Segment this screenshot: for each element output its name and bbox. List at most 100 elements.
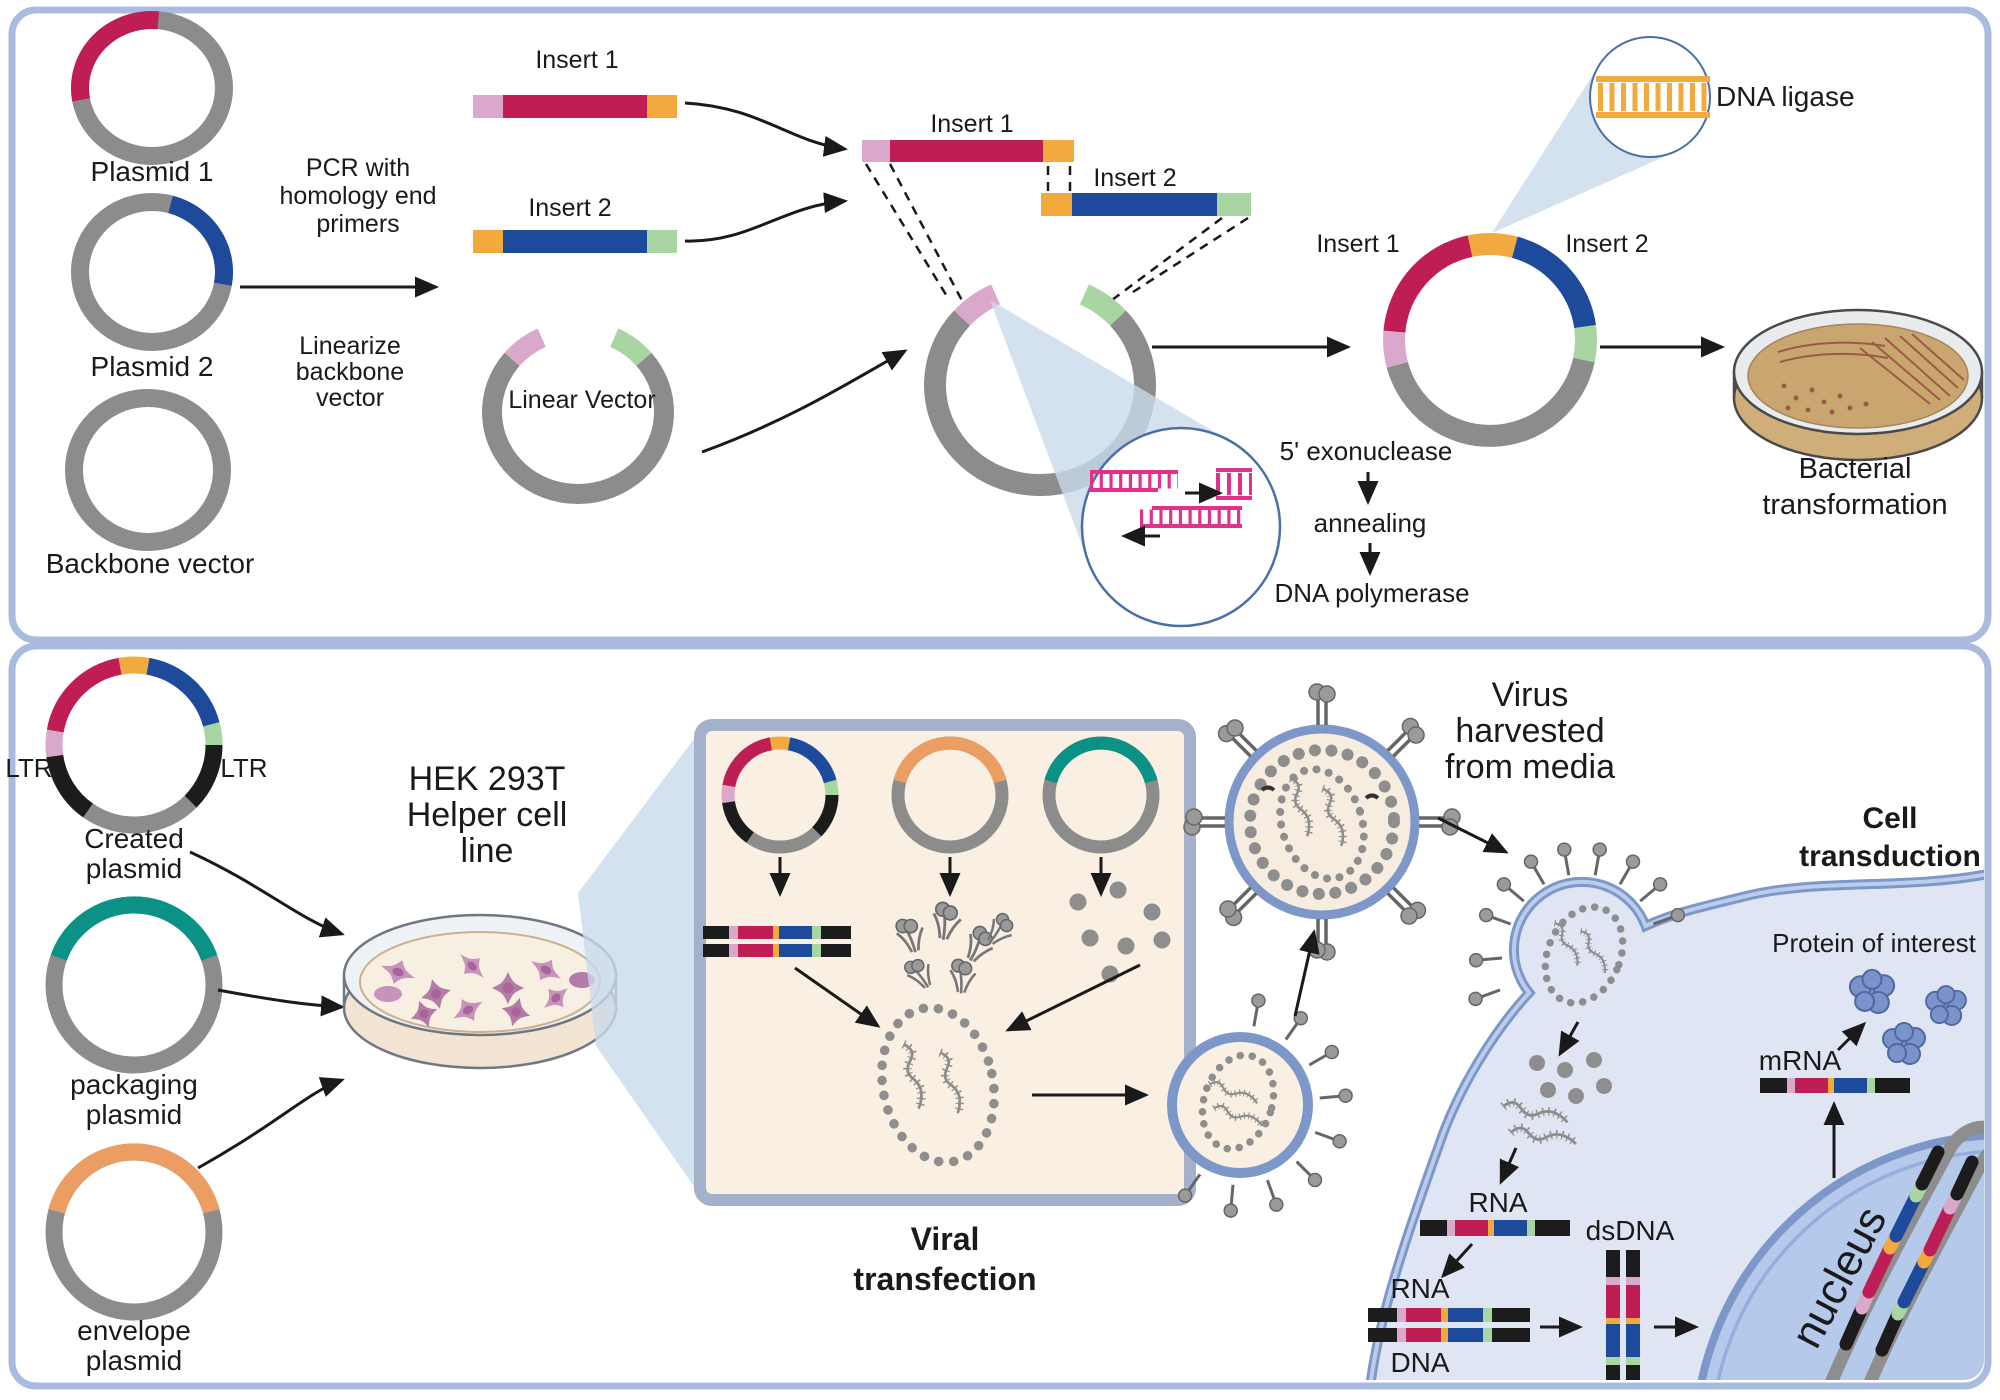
bacterial-transformation-label: Bacterial transformation [1762, 453, 1947, 521]
svg-text:plasmid: plasmid [86, 1099, 182, 1130]
nucleus-body [1691, 1131, 1984, 1380]
cell-membrane-inner [1368, 872, 1984, 1380]
plasmid-1 [71, 11, 233, 165]
svg-text:transduction: transduction [1799, 840, 1981, 873]
insert1-connector-arrow [684, 101, 848, 157]
svg-text:envelope: envelope [77, 1315, 191, 1346]
inset-created-plasmid [721, 736, 839, 854]
svg-text:plasmid: plasmid [86, 1345, 182, 1376]
final-plasmid-ring [1383, 233, 1598, 447]
assembly-insert1-label: Insert 1 [930, 110, 1013, 138]
final-insert2-label: Insert 2 [1565, 230, 1648, 258]
hek-label: HEK 293T Helper cell line [407, 760, 568, 870]
dsdna-label: dsDNA [1586, 1215, 1675, 1246]
rt-arrow [1440, 1242, 1474, 1279]
ligase-label: DNA ligase [1716, 81, 1855, 112]
assembling-virus [877, 1003, 999, 1167]
mrna-label: mRNA [1759, 1045, 1842, 1076]
assembly-insert2-label: Insert 2 [1093, 164, 1176, 192]
final-insert1-label: Insert 1 [1316, 230, 1399, 258]
target-cell: nucleus RNA [1365, 869, 1984, 1380]
dsdna-vertical-bars [1606, 1250, 1640, 1380]
envelope-to-dish-arrow [197, 1077, 345, 1170]
cell-transduction-label: Cell transduction [1799, 802, 1981, 873]
insert1-label: Insert 1 [535, 46, 618, 74]
plasmid-1-label: Plasmid 1 [91, 156, 214, 187]
inset-packaging-plasmid [1042, 736, 1160, 854]
packaging-to-dish-arrow [217, 988, 345, 1017]
ltr-right-label: LTR [220, 753, 267, 783]
svg-text:Virus: Virus [1492, 676, 1569, 714]
hek-magnifier-beam [578, 731, 700, 1195]
svg-text:plasmid: plasmid [86, 853, 182, 884]
hek-petri-dish [342, 913, 618, 1070]
construct-to-virus-arrow [794, 966, 881, 1028]
assembly-open-vector-ring [924, 284, 1156, 496]
created-plasmid-label: Created plasmid [84, 823, 184, 884]
rna-released-label: RNA [1468, 1187, 1527, 1218]
linear-vector-label: Linear Vector [508, 386, 655, 414]
anneal-magnifier [1080, 426, 1282, 628]
bacterial-colonies [1781, 383, 1869, 415]
envelope-plasmid-label: envelope plasmid [77, 1315, 191, 1376]
exonuclease-label: 5' exonuclease [1280, 436, 1453, 466]
backbone-vector-ring [65, 389, 231, 551]
virus-to-cell-arrow [1437, 816, 1509, 854]
svg-text:Helper cell: Helper cell [407, 796, 568, 834]
packaging-plasmid-label: packaging plasmid [70, 1069, 198, 1130]
pcr-step-label: PCR with homology end primers [279, 154, 436, 238]
chromatin-strands [1817, 1120, 1984, 1380]
harvested-virus [1182, 682, 1462, 962]
vector-connector-arrow [701, 349, 908, 454]
dna-label: DNA [1390, 1347, 1449, 1378]
endocytosed-virus [1541, 903, 1627, 1007]
svg-text:Bacterial: Bacterial [1799, 453, 1912, 485]
insert2-label: Insert 2 [528, 194, 611, 222]
virus-harvested-label: Virus harvested from media [1445, 676, 1615, 786]
budding-to-virus-arrow [1293, 929, 1320, 1017]
insert1-bar [473, 95, 677, 118]
anneal-magnifier-beam [990, 300, 1230, 561]
svg-text:backbone: backbone [296, 358, 404, 386]
rna-label-arrow [1499, 1147, 1520, 1185]
ligase-magnifier [1589, 36, 1711, 158]
svg-text:harvested: harvested [1455, 712, 1604, 750]
svg-text:homology end: homology end [279, 182, 436, 210]
released-capsid-dots [1529, 1052, 1612, 1104]
svg-text:transformation: transformation [1762, 489, 1947, 521]
assembly-insert2-bar [1041, 193, 1251, 216]
linear-vector-ring [482, 328, 674, 504]
insert2-connector-arrow [684, 192, 848, 243]
anneal-dna [1090, 468, 1252, 547]
translation-arrow [1836, 1021, 1867, 1052]
packaging-plasmid-ring [45, 896, 223, 1074]
bacterial-petri-dish [1732, 308, 1984, 462]
viral-transfection-inset [694, 719, 1196, 1206]
backbone-vector-label: Backbone vector [46, 548, 255, 579]
created-to-dish-arrow [189, 850, 345, 938]
mrna-bar [1760, 1078, 1910, 1093]
svg-text:vector: vector [316, 384, 384, 412]
polymerase-label: DNA polymerase [1274, 578, 1469, 608]
plasmid-2-label: Plasmid 2 [91, 351, 214, 382]
svg-text:PCR with: PCR with [306, 154, 410, 182]
ltr-left-label: LTR [5, 753, 52, 783]
rna-template-label: RNA [1390, 1273, 1449, 1304]
linearize-step-label: Linearize backbone vector [296, 332, 404, 412]
annealing-label: annealing [1314, 508, 1427, 538]
svg-text:line: line [461, 832, 514, 870]
uncoating-arrow [1558, 1021, 1580, 1057]
svg-text:Viral: Viral [911, 1221, 980, 1257]
svg-text:Linearize: Linearize [299, 332, 400, 360]
viral-transfection-label: Viral transfection [853, 1221, 1036, 1297]
capsid-to-virus-arrow [1005, 963, 1141, 1032]
insert2-bar [473, 230, 677, 253]
svg-text:Cell: Cell [1862, 802, 1917, 835]
plasmid-2 [71, 193, 233, 351]
svg-text:packaging: packaging [70, 1069, 198, 1100]
svg-text:HEK 293T: HEK 293T [409, 760, 566, 798]
capsid-protein-dots [1069, 881, 1171, 983]
svg-text:primers: primers [316, 210, 399, 238]
